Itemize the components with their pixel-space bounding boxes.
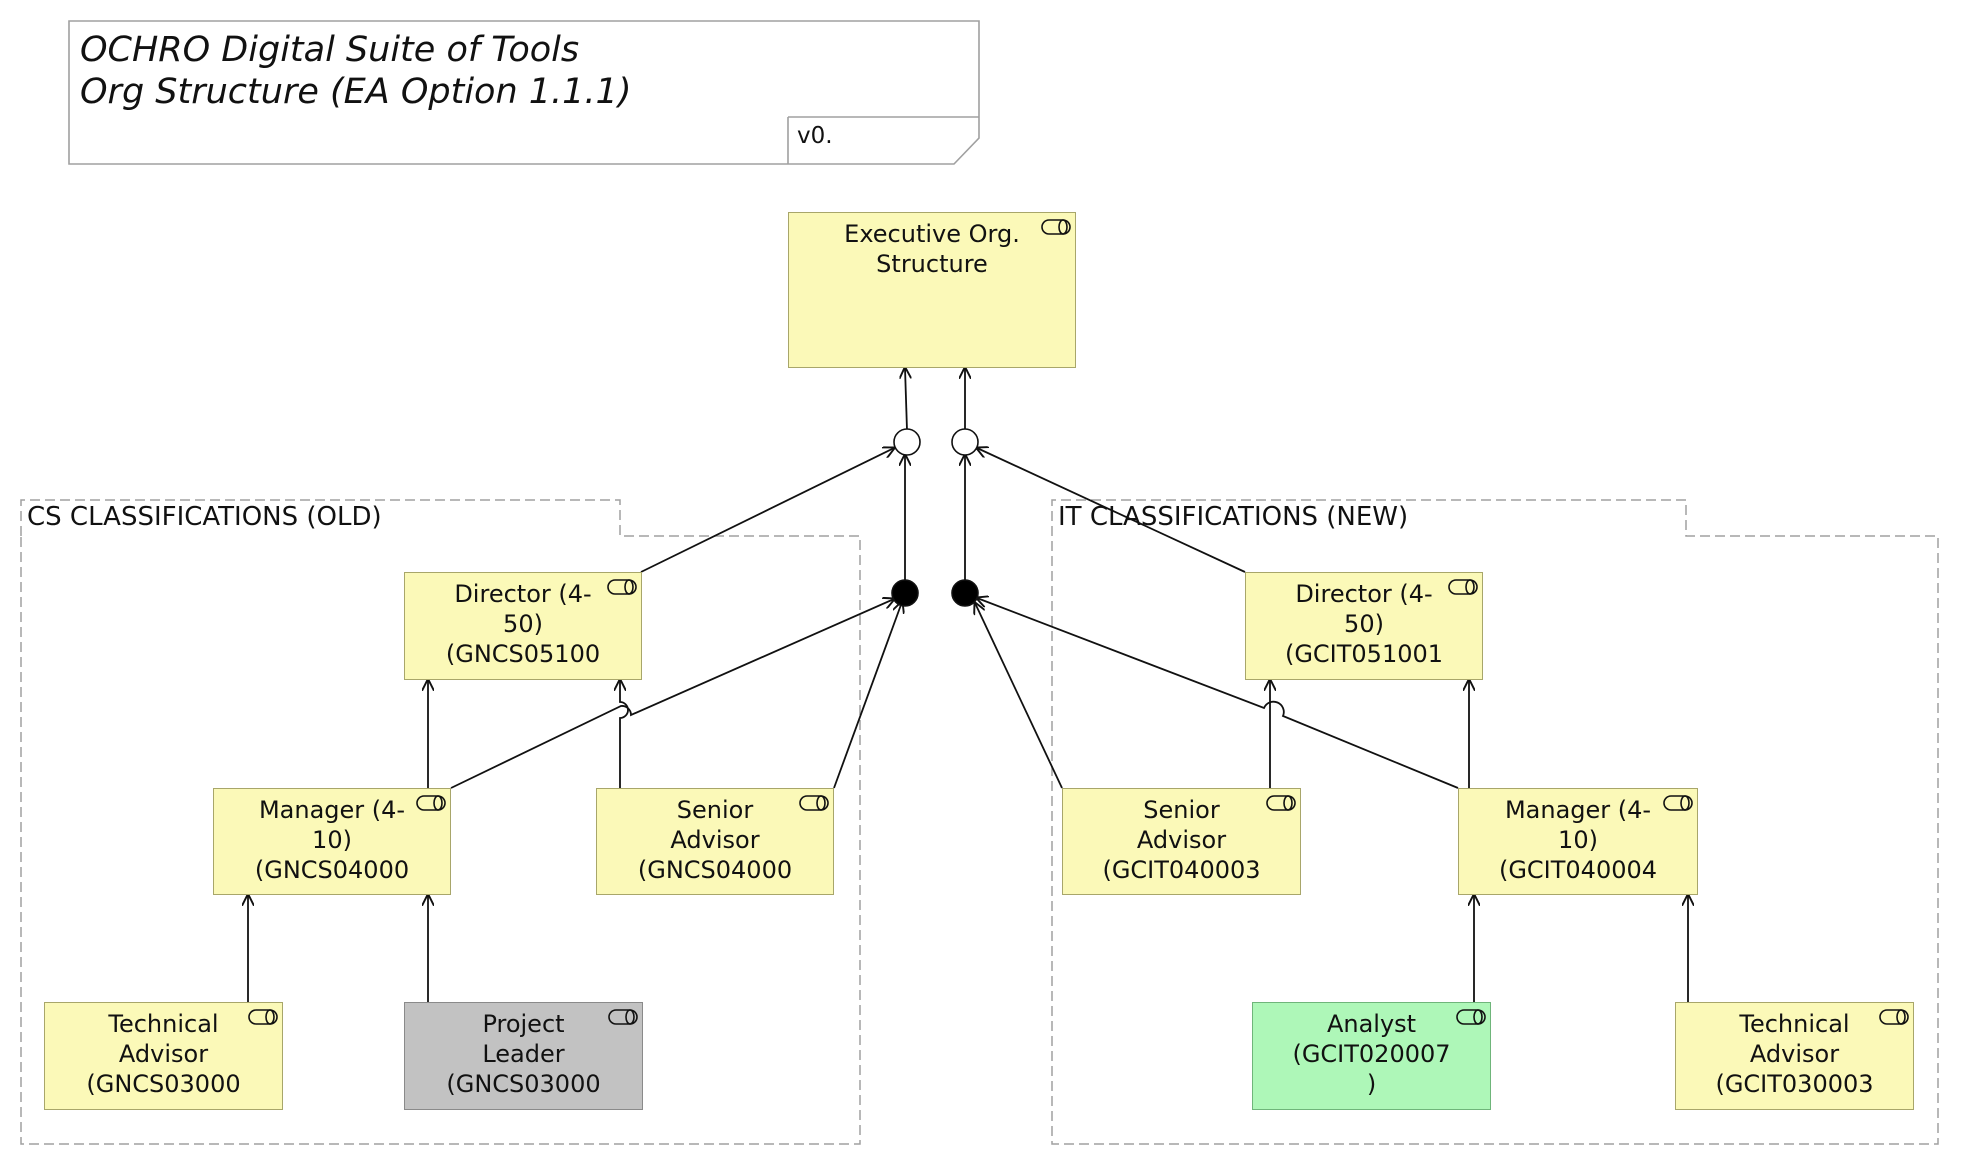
diagram-version: v0. (797, 123, 833, 149)
business-role-icon (1041, 219, 1071, 235)
edge-it-manager-to-and (977, 598, 1459, 789)
business-role-icon (1456, 1009, 1486, 1025)
business-role-icon (1266, 795, 1296, 811)
role-cs-project-leader[interactable]: Project Leader (GNCS03000 (404, 1002, 643, 1110)
role-it-senior-advisor[interactable]: Senior Advisor (GCIT040003 (1062, 788, 1301, 895)
role-cs-technical-advisor[interactable]: Technical Advisor (GNCS03000 (44, 1002, 283, 1110)
role-cs-senior-advisor[interactable]: Senior Advisor (GNCS04000 (596, 788, 834, 895)
role-cs-manager[interactable]: Manager (4- 10) (GNCS04000 (213, 788, 451, 895)
group-label-cs: CS CLASSIFICATIONS (OLD) (27, 502, 382, 532)
edge-or-left-to-executive (905, 368, 907, 431)
business-role-icon (608, 1009, 638, 1025)
business-role-icon (1448, 579, 1478, 595)
role-label: Manager (4- 10) (GCIT040004 (1498, 796, 1658, 884)
business-role-icon (799, 795, 829, 811)
role-label: Director (4- 50) (GCIT051001 (1284, 580, 1444, 668)
role-label: Project Leader (GNCS03000 (446, 1010, 601, 1098)
and-junction-icon (891, 579, 919, 607)
role-it-analyst[interactable]: Analyst (GCIT020007 ) (1252, 1002, 1491, 1110)
role-label: Analyst (GCIT020007 ) (1292, 1010, 1451, 1098)
edge-cs-senior-to-and (833, 602, 902, 789)
edge-cs-director-to-or (640, 448, 894, 573)
role-label: Technical Advisor (GNCS03000 (86, 1010, 241, 1098)
edge-it-senior-to-and (975, 603, 1063, 789)
role-label: Director (4- 50) (GNCS05100 (445, 580, 601, 668)
diagram-note-text: OCHRO Digital Suite of Tools Org Structu… (69, 21, 979, 164)
business-role-icon (248, 1009, 278, 1025)
role-executive-org-structure[interactable]: Executive Org. Structure (788, 212, 1076, 368)
role-label: Executive Org. Structure (844, 220, 1020, 278)
group-frame-it (1051, 499, 1939, 1145)
role-label: Senior Advisor (GNCS04000 (637, 796, 793, 884)
group-frame-cs (20, 499, 861, 1145)
role-it-technical-advisor[interactable]: Technical Advisor (GCIT030003 (1675, 1002, 1914, 1110)
business-role-icon (1663, 795, 1693, 811)
group-label-it: IT CLASSIFICATIONS (NEW) (1058, 502, 1409, 532)
role-label: Manager (4- 10) (GNCS04000 (254, 796, 410, 884)
edge-it-director-to-or (977, 448, 1246, 573)
or-junction-icon (951, 428, 979, 456)
role-it-director[interactable]: Director (4- 50) (GCIT051001 (1245, 572, 1483, 680)
or-junction-icon (893, 428, 921, 456)
business-role-icon (1879, 1009, 1909, 1025)
business-role-icon (607, 579, 637, 595)
business-role-icon (416, 795, 446, 811)
diagram-note (68, 20, 980, 165)
role-label: Technical Advisor (GCIT030003 (1715, 1010, 1874, 1098)
and-junction-icon (951, 579, 979, 607)
role-it-manager[interactable]: Manager (4- 10) (GCIT040004 (1458, 788, 1698, 895)
diagram-title: OCHRO Digital Suite of Tools Org Structu… (80, 30, 632, 112)
role-label: Senior Advisor (GCIT040003 (1102, 796, 1261, 884)
role-cs-director[interactable]: Director (4- 50) (GNCS05100 (404, 572, 642, 680)
edge-cs-senior-to-director (620, 680, 629, 788)
